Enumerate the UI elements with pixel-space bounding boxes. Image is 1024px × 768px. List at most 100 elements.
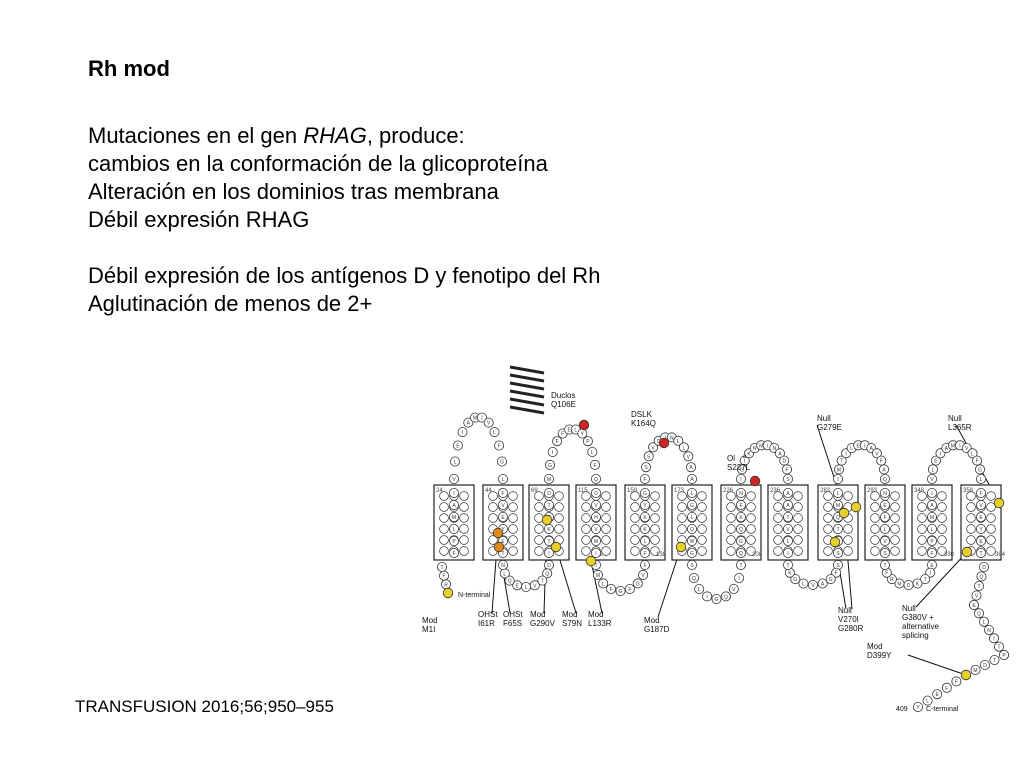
residue-letter: L xyxy=(787,539,790,545)
residue-letter: M xyxy=(930,515,934,521)
tm-residue xyxy=(986,524,996,534)
residue-letter: S xyxy=(836,551,840,557)
n-terminal-label: N-terminal xyxy=(458,592,491,599)
residue xyxy=(639,535,650,546)
residue xyxy=(976,571,987,582)
residue xyxy=(639,487,650,498)
residue-letter: E xyxy=(516,583,520,589)
residue xyxy=(967,448,978,459)
tm-residue xyxy=(554,513,564,523)
residue xyxy=(590,499,601,510)
residue-letter: T xyxy=(840,459,843,465)
residue-letter: S xyxy=(690,563,694,569)
line-mutations-post: , produce: xyxy=(366,123,465,148)
residue xyxy=(879,487,890,498)
residue-letter: L xyxy=(677,439,680,445)
residue-letter: F xyxy=(883,515,886,521)
residue xyxy=(790,574,801,585)
tm-residue xyxy=(917,546,927,556)
transmembrane-domains: 2444697611513215917313822620823628329334… xyxy=(433,365,1006,561)
residue-letter: D xyxy=(547,563,551,569)
tm-residue xyxy=(890,535,900,545)
residue xyxy=(832,547,843,558)
residue xyxy=(984,624,995,635)
residue-letter: A xyxy=(690,477,694,483)
residue xyxy=(686,523,697,534)
residue xyxy=(989,633,1000,644)
c-terminal-label: C-terminal xyxy=(926,706,959,713)
residue xyxy=(494,440,505,451)
residue-letter: F xyxy=(880,459,883,465)
residue xyxy=(537,575,548,586)
tm-residue xyxy=(650,524,660,534)
residue-letter: D xyxy=(982,565,986,571)
residue xyxy=(735,499,746,510)
residue-letter: T xyxy=(739,563,742,569)
tm-residue xyxy=(773,502,783,512)
residue xyxy=(448,547,459,558)
residue-letter: L xyxy=(837,491,840,497)
residue-letter: L xyxy=(453,527,456,533)
residue xyxy=(542,568,553,579)
residue xyxy=(639,511,650,522)
c-terminal-residue: 409 xyxy=(896,706,908,713)
mutation-marker xyxy=(960,669,972,681)
residue-letter: I xyxy=(740,477,741,483)
lower-mutation-label: alternative xyxy=(902,622,939,631)
tm-residue xyxy=(439,546,449,556)
residue-letter: L xyxy=(971,451,974,457)
residue-letter: A xyxy=(452,503,456,509)
residue xyxy=(587,447,598,458)
upper-mutation-label: Null xyxy=(817,414,831,423)
residue-letter: V xyxy=(786,527,790,533)
tm-residue xyxy=(508,524,518,534)
residue xyxy=(477,412,488,423)
residue-letter: A xyxy=(870,446,874,452)
helix-stroke xyxy=(509,365,545,375)
residue xyxy=(734,572,745,583)
mutation-marker xyxy=(829,536,841,548)
tm-residue xyxy=(508,491,518,501)
residue xyxy=(448,474,459,485)
residue xyxy=(782,487,793,498)
tm-residue xyxy=(917,524,927,534)
line-spacer xyxy=(88,234,600,262)
residue-letter: G xyxy=(829,577,833,583)
mutation-marker xyxy=(578,419,590,431)
residue xyxy=(782,511,793,522)
tm-residue xyxy=(581,502,591,512)
residue xyxy=(489,427,500,438)
residue-letter: N xyxy=(501,563,505,569)
residue xyxy=(926,511,937,522)
tm-residue xyxy=(601,491,611,501)
residue-letter: L xyxy=(691,491,694,497)
residue-letter: I xyxy=(706,594,707,600)
lower-mutation-label: Null xyxy=(838,606,852,615)
tm-residue xyxy=(630,491,640,501)
mutation-marker xyxy=(749,475,761,487)
residue xyxy=(976,547,987,558)
residue xyxy=(739,455,750,466)
tm-residue xyxy=(937,535,947,545)
residue xyxy=(932,689,943,700)
residue-letter: Q xyxy=(724,594,728,600)
residue xyxy=(781,464,792,475)
residue xyxy=(590,511,601,522)
tm-residue xyxy=(917,491,927,501)
residue xyxy=(836,455,847,466)
residue xyxy=(498,511,509,522)
residue-letter: F xyxy=(979,491,982,497)
tm-residue xyxy=(843,546,853,556)
residue-letter: F xyxy=(643,551,646,557)
tm-residue xyxy=(986,513,996,523)
tm-residue xyxy=(823,491,833,501)
tm-residue xyxy=(677,491,687,501)
tm-residue xyxy=(601,513,611,523)
residue-letter: V xyxy=(594,527,598,533)
residue xyxy=(832,523,843,534)
tm-residue xyxy=(534,491,544,501)
residue-letter: E xyxy=(857,443,861,449)
upper-mutation-label: DSLK xyxy=(631,410,653,419)
residue-letter: Q xyxy=(883,477,887,483)
residue-letter: T xyxy=(836,527,839,533)
